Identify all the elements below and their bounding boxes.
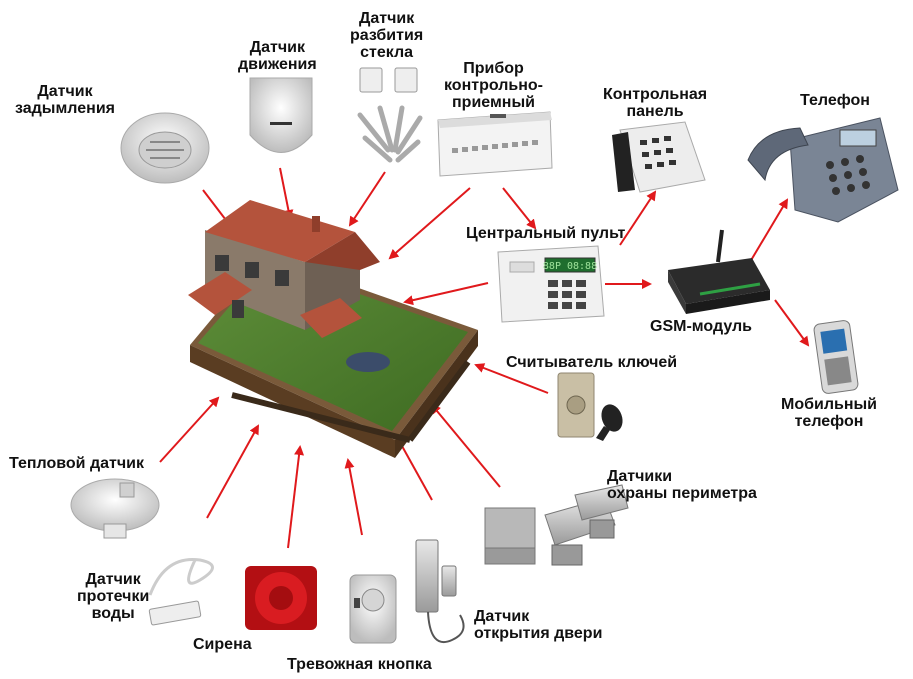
label-smoke-line2: задымления xyxy=(15,100,115,117)
label-panel-line1: Контрольная xyxy=(603,86,708,103)
label-control-device: Прибор контрольно- приемный xyxy=(444,60,543,111)
arrow-water xyxy=(206,424,259,519)
arrow-perimeter xyxy=(430,403,501,488)
arrow-central-panel xyxy=(619,190,657,246)
arrow-gsm-phone xyxy=(749,198,789,263)
label-device-line1: Прибор xyxy=(463,60,524,77)
arrow-siren xyxy=(287,445,305,549)
label-perimeter: Датчики охраны периметра xyxy=(607,468,757,502)
smoke-detector-icon xyxy=(120,112,210,184)
motion-sensor-icon xyxy=(249,77,313,153)
arrow-keyreader xyxy=(474,363,549,394)
label-mobile-line2: телефон xyxy=(794,413,864,430)
label-door-line2: открытия двери xyxy=(474,625,603,642)
house-icon xyxy=(188,200,478,458)
central-console-icon: 88P 08:88 xyxy=(497,245,605,323)
door-sensor-icon xyxy=(415,539,465,643)
label-key-reader: Считыватель ключей xyxy=(506,354,678,371)
arrow-gsm-mobile xyxy=(774,299,810,347)
label-siren: Сирена xyxy=(193,636,252,653)
control-device-icon xyxy=(437,111,553,177)
perimeter-sensor-icon xyxy=(484,484,629,566)
label-water-line1: Датчик xyxy=(85,571,141,588)
label-gsm-module: GSM-модуль xyxy=(650,318,752,335)
mobile-phone-icon xyxy=(813,320,859,394)
label-control-panel: Контрольная панель xyxy=(603,86,707,120)
label-door-sensor: Датчик открытия двери xyxy=(474,608,602,642)
label-heat-detector: Тепловой датчик xyxy=(9,455,144,472)
label-water-leak: Датчик протечки воды xyxy=(77,571,149,622)
arrow-motion xyxy=(279,167,294,220)
keypad-panel-icon xyxy=(612,121,706,193)
label-device-line2: контрольно- xyxy=(444,77,543,94)
label-glass-line3: стекла xyxy=(360,44,414,61)
desk-phone-icon xyxy=(747,117,899,223)
label-telephone: Телефон xyxy=(800,92,870,109)
label-smoke-detector: Датчик задымления xyxy=(15,83,115,117)
arrow-button xyxy=(344,458,363,536)
label-glass-break: Датчик разбития стекла xyxy=(350,10,423,61)
arrow-heat xyxy=(159,396,220,463)
label-mobile-line1: Мобильный xyxy=(781,396,877,413)
arrow-device-house xyxy=(388,187,471,260)
label-motion-line2: движения xyxy=(238,56,317,73)
label-central-console: Центральный пульт xyxy=(466,225,626,242)
label-water-line3: воды xyxy=(91,605,135,622)
arrow-glass xyxy=(348,171,386,227)
label-device-line3: приемный xyxy=(452,94,535,111)
label-mobile-phone: Мобильный телефон xyxy=(781,396,877,430)
label-motion-line1: Датчик xyxy=(249,39,305,56)
label-perimeter-line1: Датчики xyxy=(607,468,673,485)
heat-detector-icon xyxy=(70,478,160,539)
water-leak-sensor-icon xyxy=(148,557,214,626)
gsm-module-icon xyxy=(668,229,770,314)
label-smoke-line1: Датчик xyxy=(37,83,93,100)
label-water-line2: протечки xyxy=(77,588,150,605)
siren-icon xyxy=(245,566,317,630)
label-alarm-button: Тревожная кнопка xyxy=(287,656,432,673)
arrow-device-central xyxy=(502,187,537,230)
label-door-line1: Датчик xyxy=(474,608,530,625)
key-reader-icon xyxy=(557,372,623,441)
arrow-central-house xyxy=(403,282,489,306)
label-panel-line2: панель xyxy=(626,103,684,120)
label-perimeter-line2: охраны периметра xyxy=(607,485,757,502)
console-lcd-text: 88P 08:88 xyxy=(543,261,597,272)
label-glass-line1: Датчик xyxy=(358,10,415,27)
panic-button-icon xyxy=(349,574,397,644)
glass-break-sensor-icon xyxy=(357,67,423,163)
label-glass-line2: разбития xyxy=(350,27,424,44)
label-motion-sensor: Датчик движения xyxy=(238,39,317,73)
